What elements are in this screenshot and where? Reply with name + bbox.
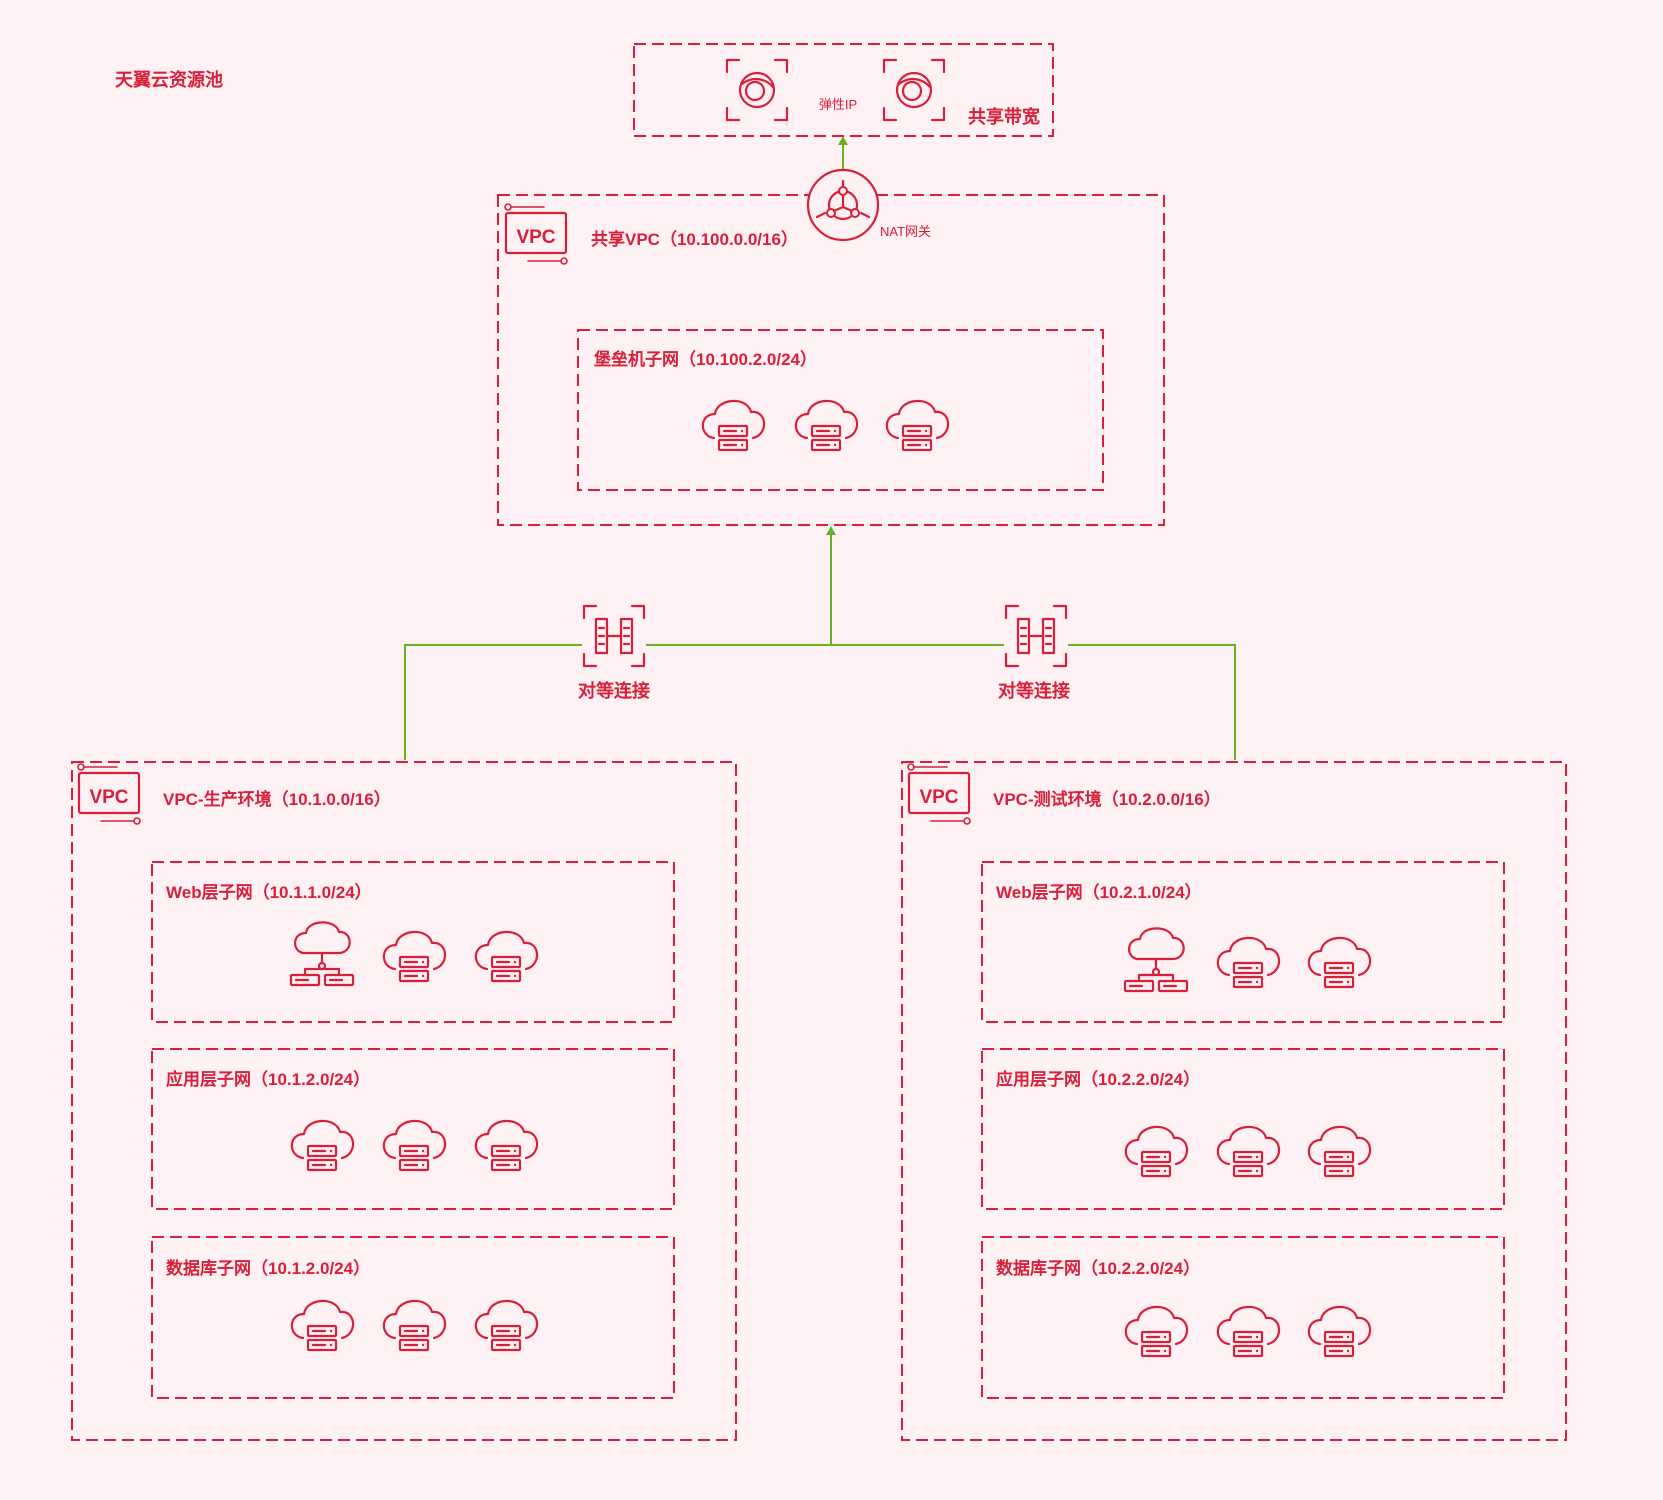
cloud-server-icon xyxy=(290,1299,355,1352)
web-subnet: Web层子网（10.1.1.0/24） xyxy=(151,861,675,1023)
cloud-server-icon xyxy=(701,399,766,452)
web-subnet: Web层子网（10.2.1.0/24） xyxy=(981,861,1505,1023)
web-subnet-border xyxy=(981,861,1505,1023)
vpc-badge-text: VPC xyxy=(89,787,128,808)
cloud-server-icon xyxy=(1307,1305,1372,1358)
db-subnet-border xyxy=(151,1236,675,1399)
app-subnet-border xyxy=(151,1048,675,1210)
bandwidth-label: 共享带宽 xyxy=(968,106,1040,127)
web-subnet-border xyxy=(151,861,675,1023)
app-subnet-title: 应用层子网（10.2.2.0/24） xyxy=(996,1069,1200,1089)
cloud-server-icon xyxy=(794,399,859,452)
vpc-production: VPC VPC-生产环境（10.1.0.0/16） Web层子网（10.1.1.… xyxy=(71,761,737,1441)
vpc-production-border xyxy=(71,761,737,1441)
shared-vpc: VPC 共享VPC（10.100.0.0/16） NAT网关 堡垒机子网（10.… xyxy=(497,168,1165,526)
vpc-test-title: VPC-测试环境（10.2.0.0/16） xyxy=(993,789,1221,809)
db-subnet-title: 数据库子网（10.2.2.0/24） xyxy=(996,1258,1200,1278)
load-balancer-icon xyxy=(1123,927,1189,993)
web-subnet-title: Web层子网（10.1.1.0/24） xyxy=(166,882,372,902)
bastion-subnet-title: 堡垒机子网（10.100.2.0/24） xyxy=(594,349,817,369)
vpc-test: VPC VPC-测试环境（10.2.0.0/16） Web层子网（10.2.1.… xyxy=(901,761,1567,1441)
cloud-server-icon xyxy=(1124,1125,1189,1178)
cloud-server-icon xyxy=(290,1119,355,1172)
nat-label: NAT网关 xyxy=(880,224,931,239)
vpc-production-title: VPC-生产环境（10.1.0.0/16） xyxy=(163,789,391,809)
app-subnet: 应用层子网（10.1.2.0/24） xyxy=(151,1048,675,1210)
peering-production: 对等连接 xyxy=(578,604,650,701)
peering-test: 对等连接 xyxy=(998,604,1070,701)
cloud-server-icon xyxy=(885,399,950,452)
cloud-server-icon xyxy=(1307,1125,1372,1178)
cloud-server-icon xyxy=(1307,936,1372,989)
cloud-server-icon xyxy=(382,930,447,983)
eip-label: 弹性IP xyxy=(819,97,857,112)
cloud-server-icon xyxy=(474,1299,539,1352)
cloud-server-icon xyxy=(382,1299,447,1352)
public-network-border xyxy=(633,43,1054,137)
vpc-badge-text: VPC xyxy=(516,227,555,248)
shared-vpc-title: 共享VPC（10.100.0.0/16） xyxy=(591,229,798,249)
eip-icon xyxy=(882,58,946,122)
web-subnet-title: Web层子网（10.2.1.0/24） xyxy=(996,882,1202,902)
cloud-server-icon xyxy=(1216,1125,1281,1178)
app-subnet-border xyxy=(981,1048,1505,1210)
app-subnet: 应用层子网（10.2.2.0/24） xyxy=(981,1048,1505,1210)
cloud-server-icon xyxy=(1216,936,1281,989)
public-network-box: 弹性IP 共享带宽 xyxy=(633,43,1054,137)
vpc-badge-text: VPC xyxy=(919,787,958,808)
peering-label: 对等连接 xyxy=(578,680,650,701)
bastion-subnet: 堡垒机子网（10.100.2.0/24） xyxy=(577,329,1104,491)
db-subnet-border xyxy=(981,1236,1505,1399)
resource-pool-label: 天翼云资源池 xyxy=(115,69,223,90)
cloud-server-icon xyxy=(474,930,539,983)
bastion-subnet-border xyxy=(577,329,1104,491)
db-subnet: 数据库子网（10.2.2.0/24） xyxy=(981,1236,1505,1399)
eip-icon xyxy=(725,58,789,122)
cloud-server-icon xyxy=(382,1119,447,1172)
cloud-server-icon xyxy=(1124,1305,1189,1358)
db-subnet-title: 数据库子网（10.1.2.0/24） xyxy=(166,1258,370,1278)
app-subnet-title: 应用层子网（10.1.2.0/24） xyxy=(166,1069,370,1089)
arrow-head-shared-vpc xyxy=(826,526,836,535)
cloud-server-icon xyxy=(474,1119,539,1172)
vpc-test-border xyxy=(901,761,1567,1441)
arrow-head-eip xyxy=(838,136,848,145)
peering-label: 对等连接 xyxy=(998,680,1070,701)
peering-line-test xyxy=(831,644,1236,760)
load-balancer-icon xyxy=(289,921,355,987)
cloud-server-icon xyxy=(1216,1305,1281,1358)
db-subnet: 数据库子网（10.1.2.0/24） xyxy=(151,1236,675,1399)
